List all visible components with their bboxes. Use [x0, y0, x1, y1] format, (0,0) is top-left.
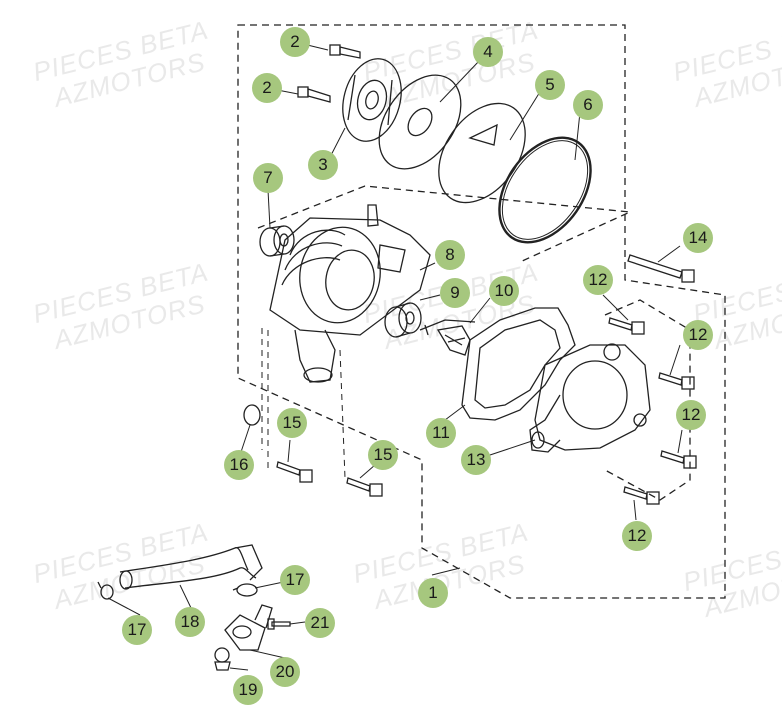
cover-box-outline [604, 299, 691, 501]
callout-part-4: 4 [473, 37, 503, 67]
part-11-gasket-inner [474, 319, 561, 409]
callout-part-21: 21 [305, 608, 335, 638]
callout-part-8: 8 [435, 240, 465, 270]
callout-part-9: 9 [440, 278, 470, 308]
assembly-outline [237, 24, 726, 599]
part-7-bearing [259, 225, 295, 257]
part-18-hose [119, 544, 263, 590]
part-9-bearing [384, 302, 422, 338]
callout-part-6: 6 [573, 90, 603, 120]
bolt-15-a [276, 461, 313, 483]
callout-part-19: 19 [233, 675, 263, 705]
bolt-14 [627, 254, 695, 283]
part-20-fitting [224, 604, 273, 651]
callout-part-20: 20 [270, 657, 300, 687]
callout-part-15: 15 [368, 440, 398, 470]
part-17-clamp-right [232, 583, 258, 597]
callout-part-1: 1 [418, 578, 448, 608]
callout-part-12: 12 [676, 400, 706, 430]
callout-part-14: 14 [683, 223, 713, 253]
callout-part-16: 16 [224, 450, 254, 480]
callout-part-5: 5 [535, 70, 565, 100]
callout-part-17: 17 [280, 565, 310, 595]
part-6-o-ring [498, 136, 592, 244]
callout-part-7: 7 [253, 163, 283, 193]
bolt-12-b [658, 372, 695, 390]
bolt-15-b [346, 477, 383, 497]
part-10-impeller [419, 319, 476, 356]
part-8-pump-housing [269, 204, 431, 383]
bolt-21 [267, 618, 291, 630]
callout-part-12: 12 [622, 521, 652, 551]
part-11-gasket [461, 307, 576, 421]
bolt-2-lower [297, 86, 331, 103]
callout-part-2: 2 [252, 73, 282, 103]
part-13-cover [529, 343, 651, 453]
callout-part-13: 13 [461, 445, 491, 475]
callout-part-17: 17 [122, 615, 152, 645]
callout-part-2: 2 [280, 27, 310, 57]
part-3-cover [342, 58, 402, 142]
part-19-thermostat [214, 647, 231, 671]
part-17-clamp-left [97, 581, 114, 600]
callout-part-11: 11 [426, 418, 456, 448]
part-16-plug [243, 404, 261, 426]
leader-lines [107, 41, 683, 671]
part-4-plate [378, 74, 462, 170]
callout-part-12: 12 [583, 265, 613, 295]
part-5-gasket [438, 102, 526, 204]
callout-part-3: 3 [308, 150, 338, 180]
bolt-2-top [329, 44, 361, 59]
callout-part-15: 15 [277, 408, 307, 438]
bolt-12-d [623, 486, 660, 505]
callout-part-12: 12 [683, 320, 713, 350]
callout-part-10: 10 [489, 276, 519, 306]
bolt-12-a [608, 317, 645, 335]
guide-dashes [261, 328, 346, 479]
callout-part-18: 18 [175, 607, 205, 637]
bolt-12-c [660, 450, 697, 469]
